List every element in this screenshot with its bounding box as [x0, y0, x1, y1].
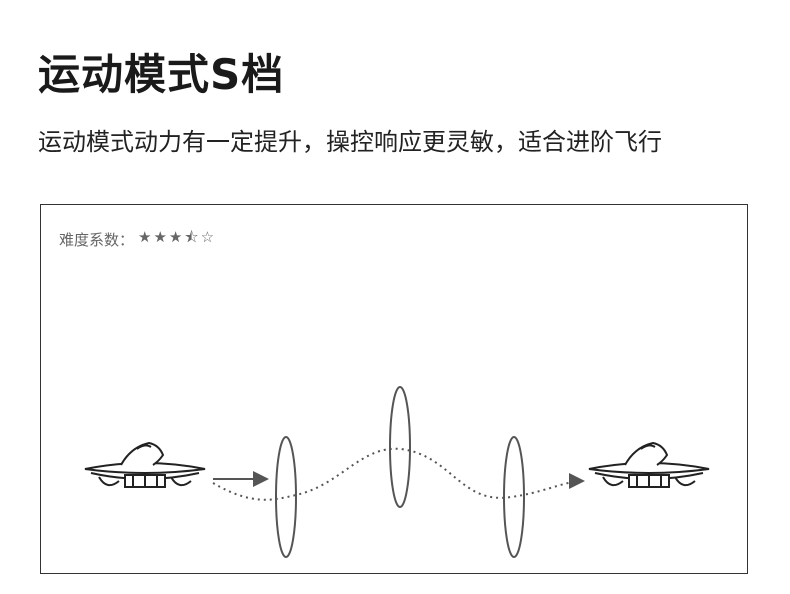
- flight-path-diagram: [84, 386, 710, 558]
- gate-ring-2: [389, 386, 411, 508]
- gate-ring-3: [503, 436, 525, 558]
- drone-end-icon: [588, 441, 710, 488]
- page-subtitle: 运动模式动力有一定提升，操控响应更灵敏，适合进阶飞行: [38, 128, 662, 156]
- difficulty-stars: ★★★⯪☆: [138, 228, 217, 246]
- difficulty-label: 难度系数：: [59, 231, 135, 249]
- page-title: 运动模式S档: [38, 50, 285, 99]
- gate-ring-1: [275, 436, 297, 558]
- difficulty-rating: 难度系数： ★★★⯪☆: [59, 227, 216, 252]
- drone-start-icon: [84, 441, 206, 488]
- illustration-panel: 难度系数： ★★★⯪☆: [40, 204, 748, 574]
